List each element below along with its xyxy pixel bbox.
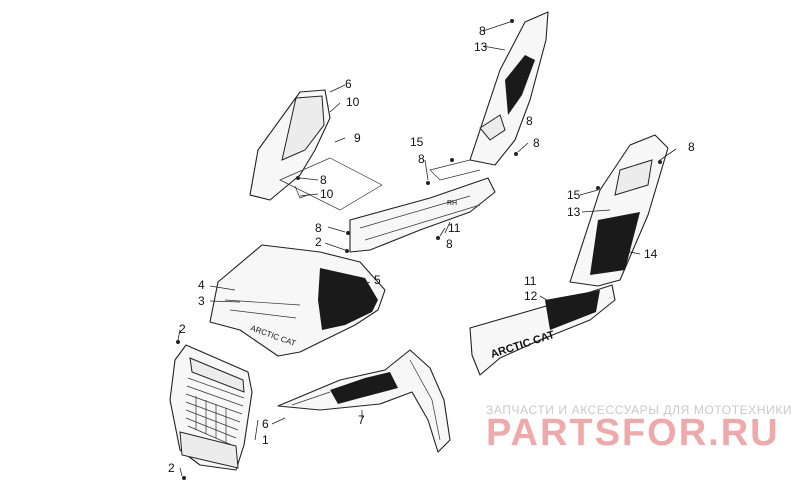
svg-text:RH: RH	[447, 200, 457, 207]
fastener-points	[176, 19, 662, 480]
right-rocker-panel-part: ARCTIC CAT	[469, 284, 616, 376]
callout-13-left: 13	[474, 40, 488, 54]
callout-11-left: 11	[448, 221, 461, 235]
callout-8-e: 8	[320, 173, 327, 187]
callout-6-fender: 6	[262, 417, 269, 431]
callout-8-g: 8	[446, 237, 453, 251]
callout-numbers: 1 2 2 2 3 4 5 6 6 7 8 8 8 8 8 8 8 8 9 10…	[168, 24, 695, 475]
front-grille-part	[169, 344, 253, 471]
watermark-tagline: ЗАПЧАСТИ И АКСЕССУАРЫ ДЛЯ МОТОТЕХНИКИ	[486, 403, 793, 417]
callout-13-right: 13	[567, 205, 581, 219]
callout-2-grille-bottom: 2	[168, 461, 175, 475]
hood-part: ARCTIC CAT	[209, 244, 386, 357]
callout-4: 4	[198, 278, 205, 292]
callout-2-hood: 2	[315, 235, 322, 249]
watermark-logo: PARTSFOR.RU	[486, 412, 780, 454]
callout-6-pod: 6	[345, 77, 352, 91]
left-side-panel-part	[429, 11, 549, 181]
callout-2-grille-top: 2	[179, 322, 186, 336]
callout-11-right: 11	[524, 274, 537, 288]
callout-5: 5	[374, 273, 381, 287]
front-fender-part	[277, 349, 451, 453]
right-side-panel-part	[569, 134, 669, 287]
callout-15-left: 15	[410, 135, 424, 149]
callout-3: 3	[198, 294, 205, 308]
callout-15-right: 15	[567, 188, 581, 202]
callout-8-c: 8	[533, 136, 540, 150]
callout-10-bottom: 10	[320, 187, 334, 201]
callout-12: 12	[524, 289, 538, 303]
leader-lines	[177, 21, 677, 477]
callout-8-b: 8	[418, 152, 425, 166]
callout-8-a: 8	[479, 24, 486, 38]
callout-8-h: 8	[526, 114, 533, 128]
callout-14: 14	[644, 247, 658, 261]
callout-9: 9	[354, 131, 361, 145]
callout-8-f: 8	[315, 221, 322, 235]
callout-10-top: 10	[346, 95, 360, 109]
callout-7: 7	[358, 413, 365, 427]
left-rocker-panel-part: RH	[349, 177, 496, 253]
callout-1: 1	[262, 433, 269, 447]
callout-8-d: 8	[688, 140, 695, 154]
headlight-pod-part	[249, 89, 383, 211]
